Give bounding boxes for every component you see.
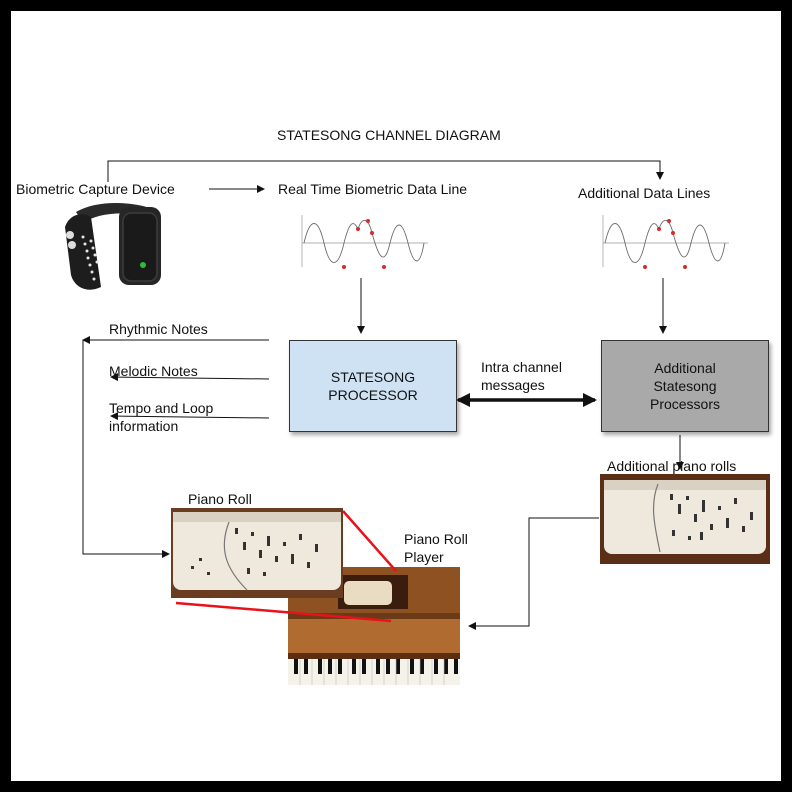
piano-roll-player-label-line2: Player [404, 549, 444, 565]
realtime-waveform-image [301, 215, 428, 269]
rhythmic-notes-label: Rhythmic Notes [109, 321, 208, 337]
piano-roll-label: Piano Roll [188, 491, 252, 507]
piano-roll-image [171, 508, 343, 598]
connectors [82, 160, 684, 630]
tempo-loop-label-line1: Tempo and Loop [109, 400, 214, 416]
zoom-line-bottom [175, 601, 392, 623]
tempo-output-line [110, 412, 270, 421]
piano-roll-player-label-line1: Piano Roll [404, 531, 468, 547]
additional-data-lines-label: Additional Data Lines [578, 185, 711, 201]
additional-processors-label-line3: Processors [649, 396, 721, 412]
zoom-lines [175, 510, 397, 623]
additional-piano-rolls-label: Additional piano rolls [607, 458, 737, 474]
melodic-notes-label: Melodic Notes [109, 363, 198, 379]
statesong-processor-label-line1: STATESONG [330, 369, 416, 385]
intra-channel-label-line2: messages [481, 377, 545, 393]
statesong-processor-label-line2: PROCESSOR [328, 387, 418, 403]
melodic-output-line [110, 373, 270, 382]
notes-to-piano-roll-line [82, 340, 170, 558]
zoom-line-top [342, 510, 397, 572]
intra-channel-label-line1: Intra channel [481, 359, 562, 375]
piano-roll-player-image [288, 567, 460, 685]
additional-processors-label-line1: Additional [654, 360, 716, 376]
additional-waveform-image [602, 215, 729, 269]
additional-processors-box: Additional Statesong Processors [601, 340, 769, 432]
additional-processors-label-line2: Statesong [653, 378, 717, 394]
additional-piano-roll-image [600, 474, 770, 564]
diagram-canvas: STATESONG CHANNEL DIAGRAM Biometric Capt… [11, 11, 781, 781]
top-connector [107, 160, 664, 182]
wristband-image [65, 202, 161, 290]
rolls-to-player-line [468, 517, 599, 630]
tempo-loop-label-line2: information [109, 418, 179, 434]
biometric-device-label: Biometric Capture Device [16, 181, 175, 197]
statesong-processor-box: STATESONG PROCESSOR [289, 340, 457, 432]
realtime-data-line-label: Real Time Biometric Data Line [278, 181, 468, 197]
diagram-title: STATESONG CHANNEL DIAGRAM [277, 127, 501, 143]
